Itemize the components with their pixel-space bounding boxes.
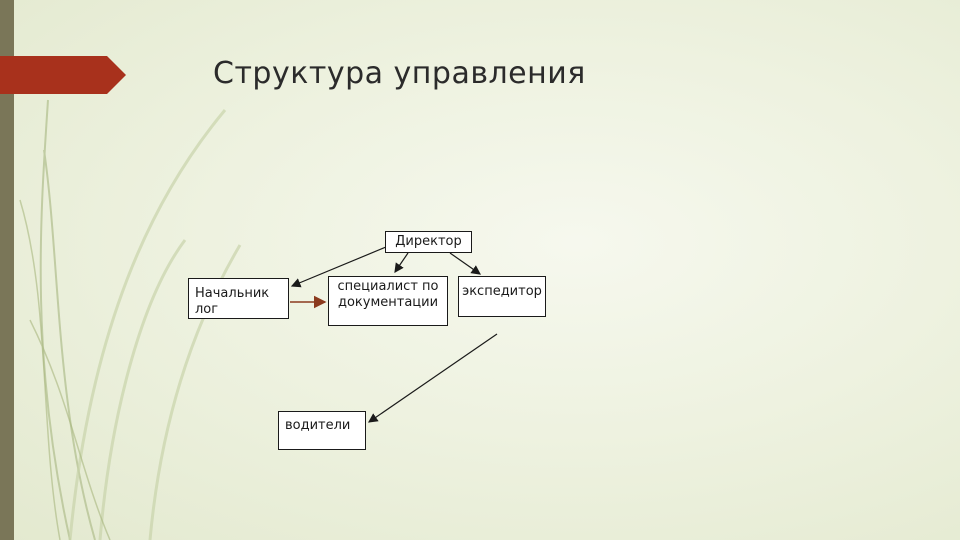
node-head: Начальник лог <box>188 278 289 319</box>
node-director: Директор <box>385 231 472 253</box>
node-director-label: Директор <box>395 234 462 249</box>
slide-title: Структура управления <box>213 56 586 91</box>
node-forwarder: экспедитор <box>458 276 546 317</box>
node-forwarder-label: экспедитор <box>462 284 542 299</box>
node-head-label: Начальник лог <box>195 286 270 317</box>
edge-forwarder-drivers <box>368 333 498 423</box>
node-drivers-label: водители <box>285 418 351 433</box>
edge-director-head <box>290 246 387 288</box>
left-accent-bar <box>0 0 14 540</box>
title-accent-arrow <box>0 56 126 94</box>
node-specialist: специалист по документации <box>328 276 448 326</box>
edge-director-forwarder <box>449 252 481 275</box>
node-specialist-label: специалист по документации <box>337 279 439 310</box>
node-drivers: водители <box>278 411 366 450</box>
edge-director-specialist <box>394 252 409 273</box>
